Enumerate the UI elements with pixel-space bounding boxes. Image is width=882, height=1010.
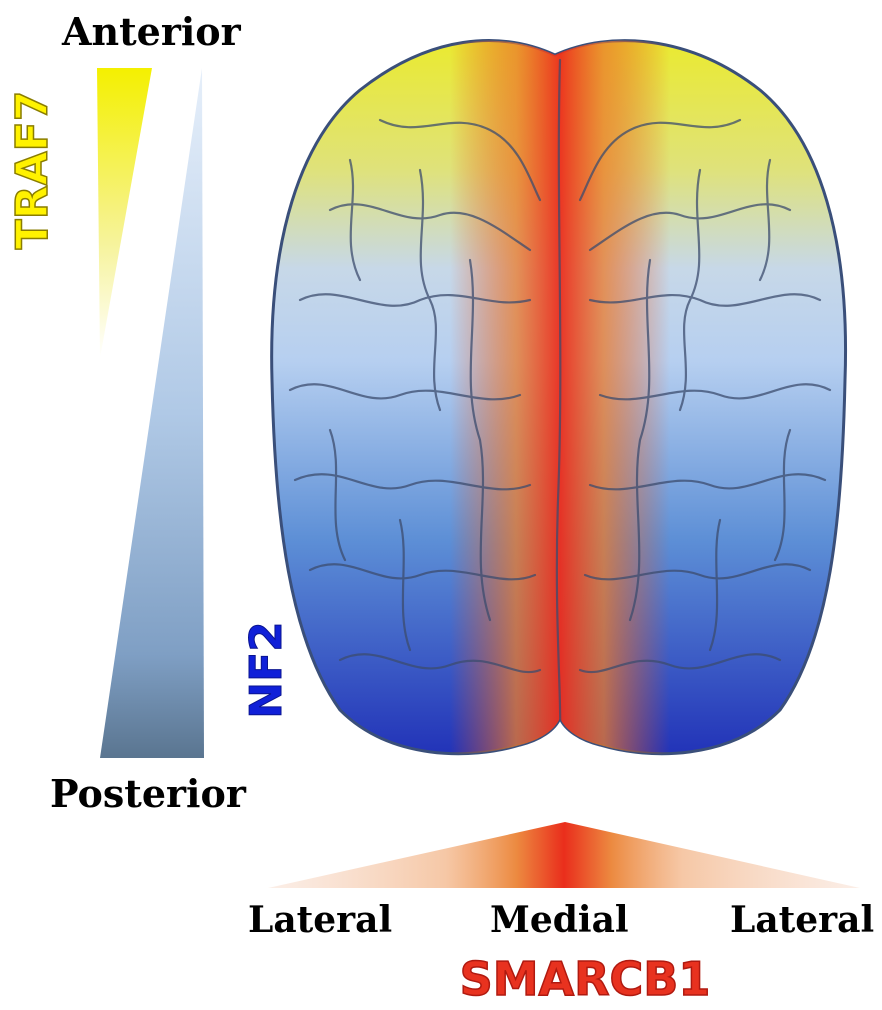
posterior-label: Posterior [50, 772, 246, 816]
lateral-right-label: Lateral [730, 898, 874, 942]
traf7-gene-label: TRAF7 [10, 70, 56, 270]
smarcb1-gradient-bar [268, 822, 860, 888]
brain-illustration [272, 30, 846, 770]
anterior-label: Anterior [62, 10, 241, 54]
smarcb1-gene-label: SMARCB1 [440, 952, 730, 1006]
nf2-gene-label: NF2 [244, 610, 290, 730]
lateral-left-label: Lateral [248, 898, 392, 942]
medial-label: Medial [490, 898, 629, 942]
traf7-gradient-wedge [97, 68, 152, 358]
